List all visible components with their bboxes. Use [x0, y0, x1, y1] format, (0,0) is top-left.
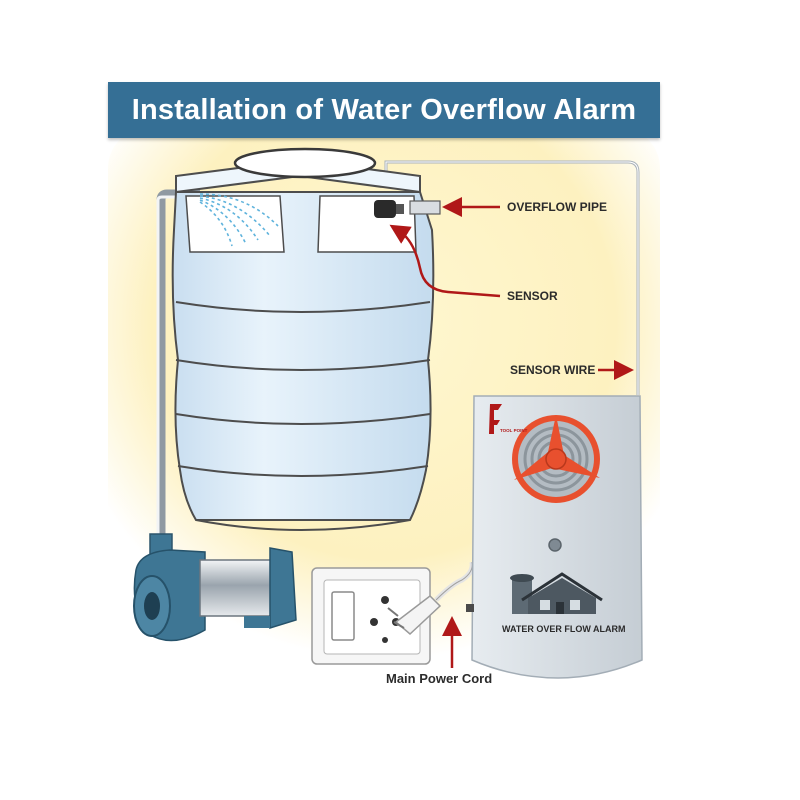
power-cord-outline: [435, 561, 473, 601]
alarm-device: [466, 395, 643, 679]
sensor-arrow: [389, 224, 501, 298]
socket-switch: [331, 591, 355, 641]
power-plug: [387, 595, 442, 636]
house-illustration: [510, 572, 603, 614]
main-power-cord-label: Main Power Cord: [386, 671, 493, 686]
sensor-wire-label: SENSOR WIRE: [510, 363, 596, 377]
sensor-wire-inner: [385, 161, 639, 395]
overflow-pipe-label: OVERFLOW PIPE: [507, 200, 608, 214]
brand-logo: [489, 404, 502, 434]
water-spray: [199, 193, 279, 247]
sensor-label: SENSOR: [507, 289, 558, 303]
brand-name-label: TOOL POINT: [500, 428, 528, 433]
sensor-device: [374, 200, 404, 218]
siren-speaker: [512, 415, 600, 503]
wall-socket: [311, 567, 431, 665]
page-title: Installation of Water Overflow Alarm: [108, 82, 660, 138]
overflow-pipe: [409, 200, 441, 215]
indicator-led: [548, 538, 562, 552]
water-pump: [133, 533, 297, 642]
inlet-pipe-highlight: [156, 195, 200, 555]
device-name-label: WATER OVER FLOW ALARM: [502, 624, 626, 634]
